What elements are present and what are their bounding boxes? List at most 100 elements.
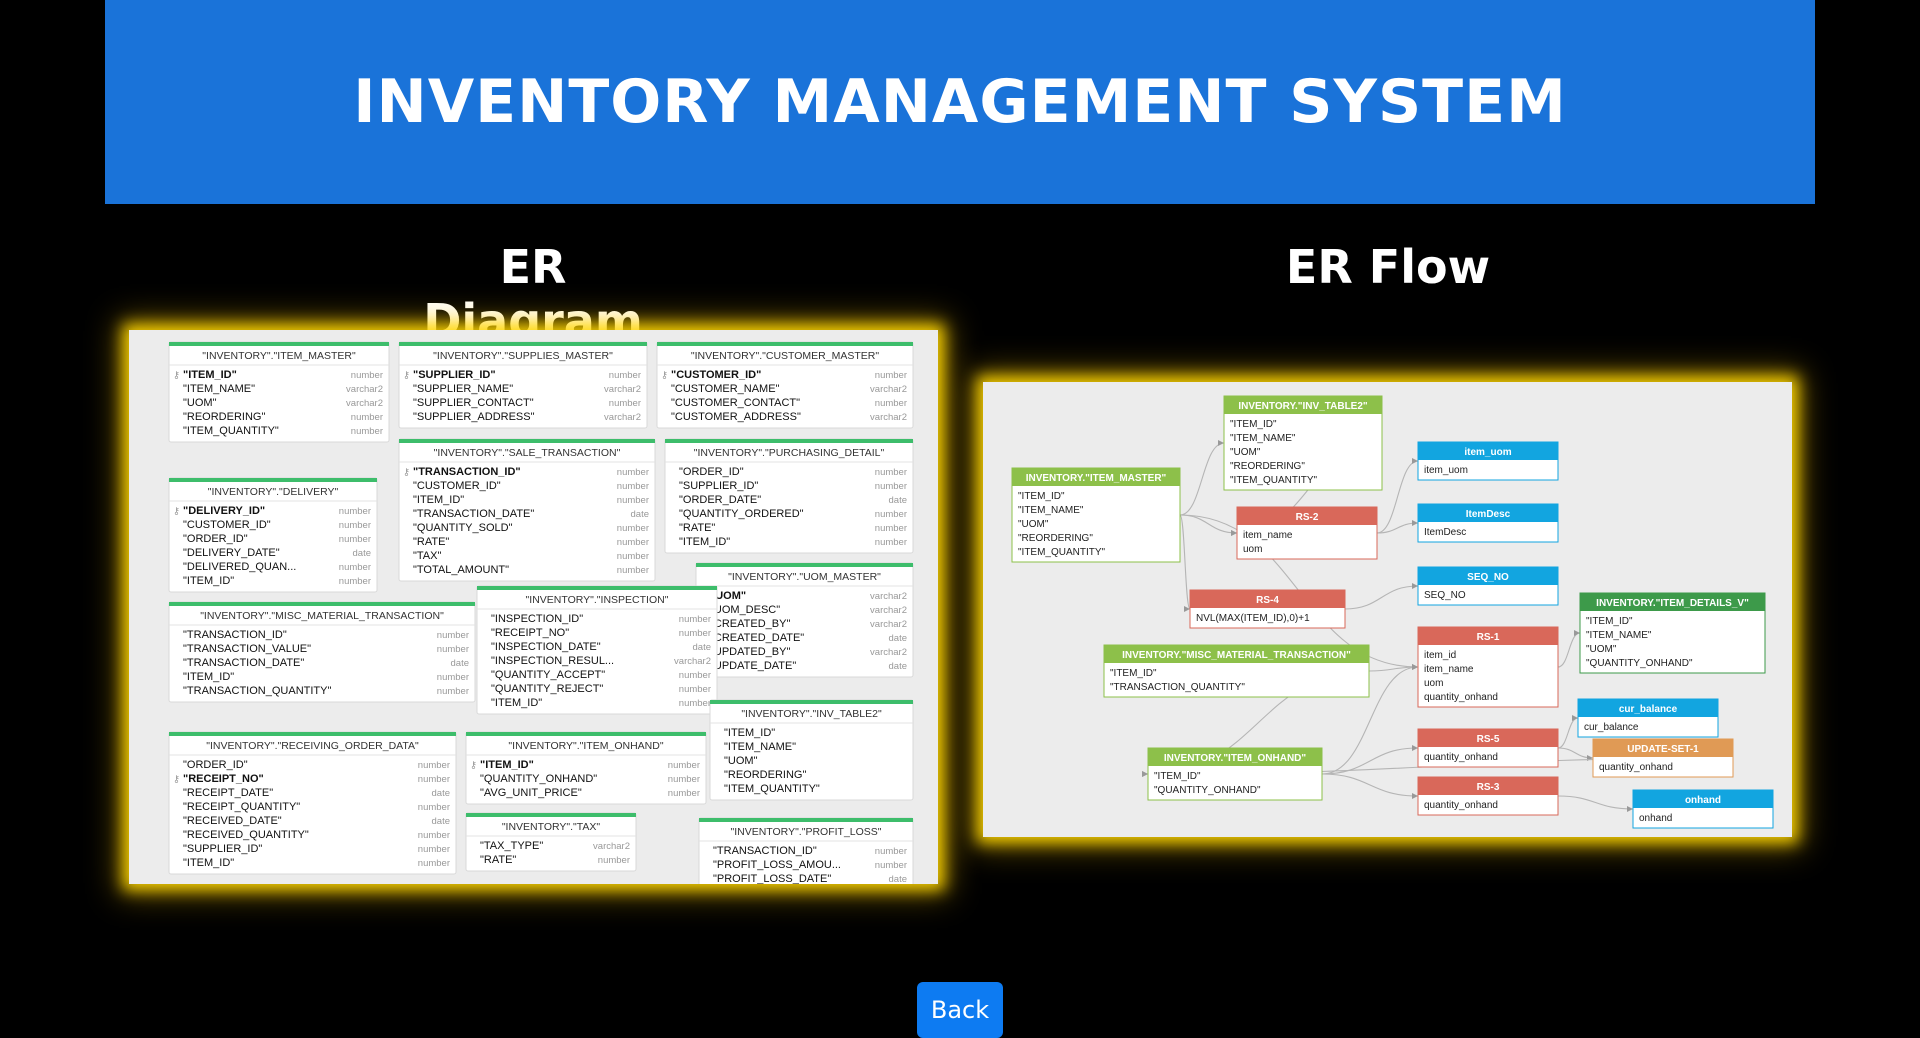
node-title: INVENTORY."ITEM_DETAILS_V" (1596, 598, 1749, 609)
column-type: number (437, 672, 469, 683)
column-name: "ITEM_ID" (480, 759, 534, 771)
er-table: "INVENTORY"."UOM_MASTER"⚷"UOM"varchar2"U… (695, 562, 914, 678)
column-type: date (353, 548, 372, 559)
column-name: "CUSTOMER_ID" (671, 369, 761, 381)
arrow-head (1412, 583, 1418, 589)
column-type: number (339, 520, 371, 531)
table-header-bar (699, 818, 913, 822)
column-type: number (875, 370, 907, 381)
column-name: "SUPPLIER_CONTACT" (413, 397, 534, 409)
column-name: "QUANTITY_ACCEPT" (491, 669, 605, 681)
column-name: "RECEIPT_NO" (183, 773, 264, 785)
flow-edge (1179, 442, 1225, 516)
arrow-head (1412, 458, 1418, 464)
column-name: "UPDATE_DATE" (710, 660, 796, 672)
node-row: ItemDesc (1424, 527, 1466, 538)
key-icon: ⚷ (173, 506, 180, 517)
table-header-bar (169, 732, 456, 736)
node-row: "ITEM_QUANTITY" (1230, 475, 1318, 486)
table-header-bar (169, 602, 475, 606)
node-row: uom (1243, 544, 1262, 555)
node-title: item_uom (1464, 447, 1511, 458)
key-icon: ⚷ (470, 760, 477, 771)
column-name: "DELIVERED_QUAN... (183, 561, 296, 573)
er-flow-canvas: INVENTORY."INV_TABLE2""ITEM_ID""ITEM_NAM… (1011, 395, 1774, 829)
node-row: "ITEM_NAME" (1018, 505, 1084, 516)
er-table: "INVENTORY"."TAX""TAX_TYPE"varchar2"RATE… (465, 812, 637, 872)
column-name: "ORDER_ID" (679, 466, 744, 478)
column-name: "PROFIT_LOSS_DATE" (713, 873, 831, 884)
arrow-head (1412, 520, 1418, 526)
column-name: "QUANTITY_ORDERED" (679, 508, 804, 520)
er-diagram-canvas: "INVENTORY"."ITEM_MASTER"⚷"ITEM_ID"numbe… (168, 341, 914, 884)
column-type: number (875, 523, 907, 534)
column-name: "UOM" (183, 397, 217, 409)
node-header (1418, 627, 1558, 645)
node-header (1418, 777, 1558, 795)
node-row: quantity_onhand (1424, 752, 1498, 763)
table-header-bar (399, 439, 655, 443)
column-name: "RECEIPT_DATE" (183, 787, 273, 799)
table-header-bar (477, 586, 717, 590)
column-type: number (875, 481, 907, 492)
column-type: number (339, 534, 371, 545)
table-title: "INVENTORY"."CUSTOMER_MASTER" (691, 350, 879, 362)
column-type: number (617, 495, 649, 506)
arrow-head (1412, 793, 1418, 799)
column-name: "ITEM_QUANTITY" (183, 425, 279, 437)
flow-edge (1321, 773, 1419, 797)
column-type: number (617, 551, 649, 562)
column-name: "SUPPLIER_ID" (183, 843, 262, 855)
column-type: number (617, 467, 649, 478)
node-title: RS-1 (1477, 632, 1500, 643)
column-name: "ITEM_QUANTITY" (724, 783, 820, 795)
node-title: INVENTORY."ITEM_MASTER" (1026, 473, 1167, 484)
column-name: "INSPECTION_DATE" (491, 641, 601, 653)
column-name: "RECEIPT_NO" (491, 627, 569, 639)
arrow-head (1412, 745, 1418, 751)
column-type: number (875, 846, 907, 857)
column-type: date (889, 874, 908, 884)
column-type: number (339, 562, 371, 573)
column-name: "AVG_UNIT_PRICE" (480, 787, 582, 799)
column-type: number (351, 412, 383, 423)
node-header (1418, 567, 1558, 585)
column-type: date (889, 495, 908, 506)
er-table: "INVENTORY"."INSPECTION""INSPECTION_ID"n… (476, 585, 718, 715)
table-title: "INVENTORY"."RECEIVING_ORDER_DATA" (206, 740, 419, 752)
er-diagram-image: "INVENTORY"."ITEM_MASTER"⚷"ITEM_ID"numbe… (129, 330, 938, 884)
column-type: date (432, 816, 451, 827)
node-header (1418, 442, 1558, 460)
key-icon: ⚷ (661, 370, 668, 381)
er-flow-heading: ER Flow (1285, 240, 1491, 294)
column-name: "CREATED_DATE" (710, 632, 804, 644)
flow-edge (1557, 632, 1581, 668)
node-row: item_id (1424, 650, 1456, 661)
column-type: varchar2 (604, 384, 641, 395)
node-header (1104, 645, 1369, 663)
node-header (1593, 739, 1733, 757)
table-title: "INVENTORY"."PURCHASING_DETAIL" (694, 447, 885, 459)
table-title: "INVENTORY"."INV_TABLE2" (741, 708, 882, 720)
table-header-bar (169, 478, 377, 482)
table-title: "INVENTORY"."PROFIT_LOSS" (730, 826, 881, 838)
column-type: date (693, 642, 712, 653)
column-type: varchar2 (870, 619, 907, 630)
node-row: item_uom (1424, 465, 1468, 476)
column-type: varchar2 (870, 647, 907, 658)
flow-edge (1179, 514, 1191, 610)
flow-node: INVENTORY."ITEM_MASTER""ITEM_ID""ITEM_NA… (1011, 467, 1181, 563)
back-button[interactable]: Back (917, 982, 1003, 1038)
table-title: "INVENTORY"."TAX" (502, 821, 601, 833)
table-title: "INVENTORY"."MISC_MATERIAL_TRANSACTION" (200, 610, 444, 622)
flow-node: INVENTORY."MISC_MATERIAL_TRANSACTION""IT… (1103, 644, 1370, 698)
header-banner: INVENTORY MANAGEMENT SYSTEM (105, 0, 1815, 204)
node-row: "REORDERING" (1230, 461, 1305, 472)
node-title: onhand (1685, 795, 1721, 806)
column-type: number (875, 467, 907, 478)
